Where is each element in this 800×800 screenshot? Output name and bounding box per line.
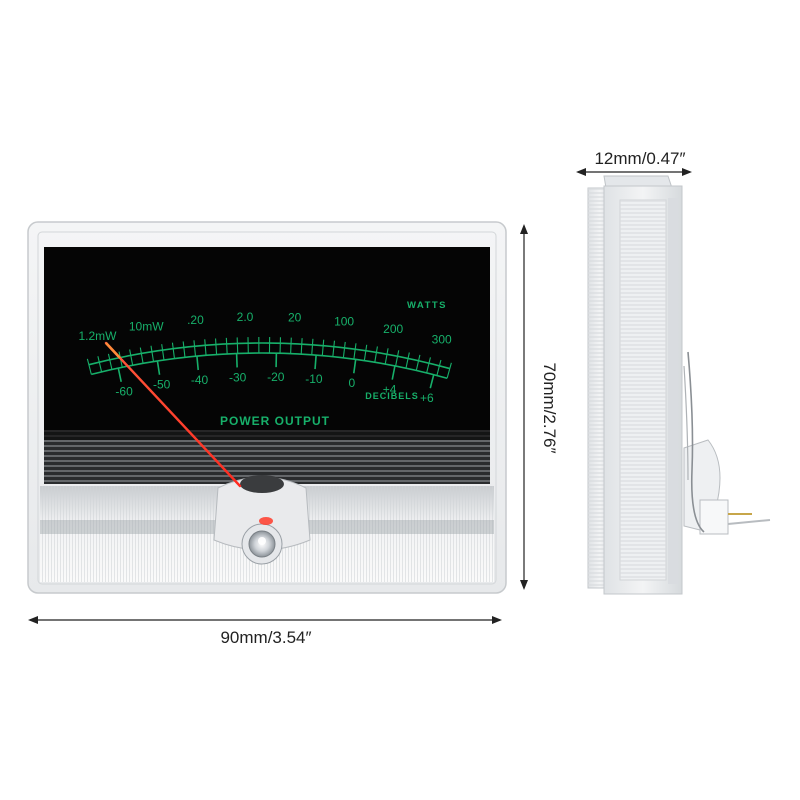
meter-case-inner-frame <box>37 231 497 585</box>
watt-scale-label: 200 <box>383 322 403 336</box>
scale-tick <box>193 340 197 357</box>
scale-tick <box>415 354 421 371</box>
db-scale-label: -30 <box>229 370 247 384</box>
scale-tick <box>161 344 165 361</box>
scale-tick <box>139 347 144 364</box>
db-major-tick <box>156 360 161 375</box>
db-major-tick <box>117 367 122 382</box>
scale-tick <box>395 350 400 367</box>
scale-tick <box>86 358 92 375</box>
db-scale-label: -40 <box>191 373 209 387</box>
scale-tick <box>171 342 176 359</box>
height-dimension: 70mm/2.76″ <box>520 224 559 590</box>
db-scale-label: -60 <box>115 384 133 398</box>
scale-tick <box>353 343 357 360</box>
db-major-tick <box>391 365 396 380</box>
depth-dimension-label: 12mm/0.47″ <box>594 149 685 168</box>
db-scale-label: +6 <box>420 391 434 405</box>
watts-units-label: WATTS <box>407 300 447 311</box>
db-major-tick <box>235 353 238 368</box>
scale-tick <box>290 337 292 354</box>
decibels-units-label: DECIBELS <box>365 391 419 401</box>
scale-tick <box>436 359 442 376</box>
zero-adjust-screw <box>241 517 283 565</box>
watt-scale-label: 10mW <box>129 319 164 333</box>
db-major-tick <box>314 355 317 370</box>
width-dimension-label: 90mm/3.54″ <box>220 628 311 647</box>
height-dimension-label: 70mm/2.76″ <box>540 362 559 453</box>
watt-scale-label: 2.0 <box>237 310 254 324</box>
scale-tick <box>384 348 389 365</box>
scale-tick <box>97 356 103 372</box>
scale-tick <box>300 338 303 355</box>
scale-tick <box>214 338 218 355</box>
db-scale-label: 0 <box>349 376 356 390</box>
watt-scale-label: 100 <box>334 315 354 329</box>
db-scale-label: -50 <box>153 378 171 392</box>
scale-tick <box>204 339 207 356</box>
scale-tick <box>321 339 325 356</box>
watt-scale-label: 300 <box>432 333 452 347</box>
depth-dimension: 12mm/0.47″ <box>576 149 692 176</box>
width-dimension: 90mm/3.54″ <box>28 616 502 647</box>
scale-tick <box>236 337 239 354</box>
scale-tick <box>363 344 368 361</box>
watt-scale-label: 20 <box>288 311 302 325</box>
scale-tick <box>374 346 378 363</box>
db-scale-label: +4 <box>383 382 397 396</box>
scale-tick <box>332 340 336 357</box>
db-major-tick <box>196 355 200 371</box>
scale-tick <box>311 338 314 355</box>
lamp-wire <box>687 351 705 533</box>
meter-side-view <box>587 175 771 595</box>
db-major-tick <box>429 374 435 389</box>
scale-tick <box>225 337 228 354</box>
scale-tick <box>446 362 452 379</box>
scale-tick <box>182 341 186 358</box>
scale-tick <box>426 357 431 373</box>
scale-tick <box>129 349 134 366</box>
watt-scale-label: .20 <box>187 313 204 327</box>
scale-arc-inner <box>91 352 448 379</box>
db-scale-label: -10 <box>305 372 323 386</box>
scale-tick <box>342 341 346 358</box>
db-scale-label: -20 <box>267 370 285 384</box>
watt-scale-label: 1.2mW <box>78 329 117 343</box>
scale-tick <box>150 345 155 362</box>
meter-needle <box>104 341 242 488</box>
scale-tick <box>405 352 410 369</box>
meter-title: POWER OUTPUT <box>220 414 330 428</box>
db-major-tick <box>352 359 357 374</box>
meter-scale: 1.2mW 10mW .20 2.0 20 100 200 300 -60 -50 -40 -30 -2… <box>78 310 452 405</box>
meter-front-view: 1.2mW 10mW .20 2.0 20 100 200 300 -60 -50 -40 -30 -2… <box>27 221 507 594</box>
scale-tick <box>107 353 113 370</box>
